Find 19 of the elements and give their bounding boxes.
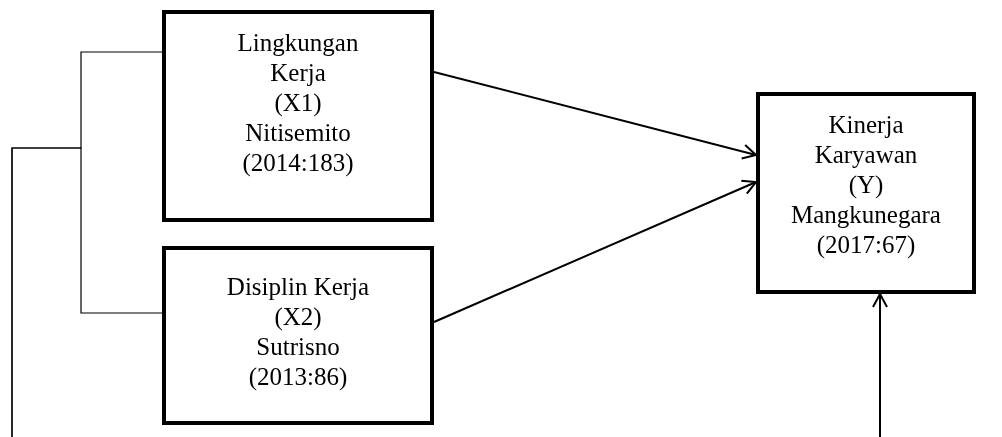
box-text: Nitisemito [245,118,351,148]
box-text: (X2) [274,302,322,332]
box-text: (2017:67) [816,230,916,260]
box-text: (2014:183) [242,148,354,178]
variable-box [756,92,976,294]
arrow [433,179,757,323]
box-text: Disiplin Kerja [226,272,370,302]
bracket-line [11,147,163,437]
box-text: Sutrisno [256,332,340,362]
variable-box [162,10,434,222]
arrow [433,71,757,160]
arrow [872,293,888,437]
box-text: (X1) [274,88,322,118]
box-text: Lingkungan Kerja [236,28,360,88]
box-text: (2013:86) [248,362,348,392]
box-text: Kinerja Karyawan [813,110,919,170]
box-text: (Y) [848,170,884,200]
box-text: Mangkunegara [791,200,941,230]
variable-box [162,246,434,425]
